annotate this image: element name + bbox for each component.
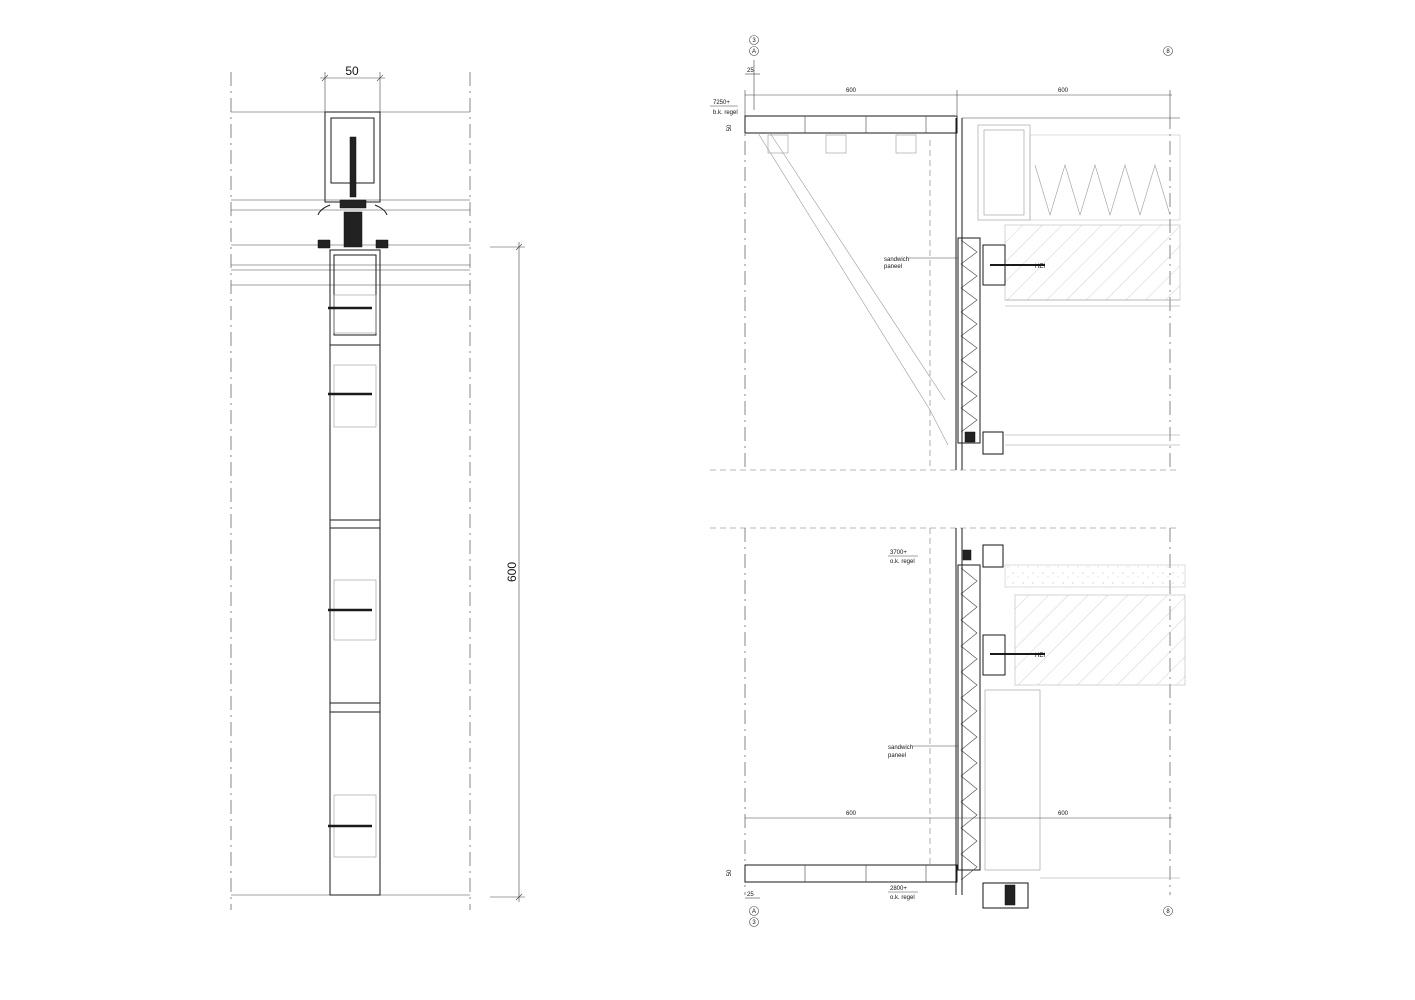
level-top-value: 7250+ <box>713 100 730 106</box>
label-sandwich-2-line2: paneel <box>888 753 906 759</box>
dim-top-50: 50 <box>727 124 733 131</box>
level-top-label: b.k. regel <box>713 110 738 116</box>
grid-marker <box>749 917 759 927</box>
level-mid-label: o.k. regel <box>890 559 915 565</box>
inner-gasket <box>317 239 389 249</box>
dim-small-bottom: 25 <box>747 892 754 898</box>
level-bottom-value: 2800+ <box>890 886 907 892</box>
grid-marker <box>1163 46 1173 56</box>
dim-width-label: 50 <box>345 64 359 78</box>
level-bottom-label: o.k. regel <box>890 895 915 901</box>
panel-core <box>960 567 978 881</box>
timber-beam <box>977 124 1031 221</box>
right-section-detail: 3 A 8 25 600 600 7250+ b.k. regel 50 <box>710 35 1186 927</box>
screw-shaft <box>349 136 357 198</box>
level-mid-value: 3700+ <box>890 550 907 556</box>
diagonal-brace <box>757 132 931 411</box>
transom-profile <box>982 544 1004 568</box>
diagonal-brace <box>929 409 949 446</box>
grid-marker-top-right: 8 <box>1166 49 1170 55</box>
dim-small-top: 25 <box>747 68 754 74</box>
grid-marker <box>749 906 759 916</box>
grid-marker-bottom-right: 8 <box>1166 909 1170 915</box>
mullion-body <box>329 249 381 896</box>
hilti-label-1: HEI <box>1035 264 1045 270</box>
dim-tick <box>321 74 329 82</box>
bracket-box <box>825 134 847 154</box>
gasket-block <box>962 549 972 561</box>
screw-2 <box>328 364 377 428</box>
grid-marker-top-letter: A <box>752 49 756 55</box>
sandwich-panel-lower <box>957 564 981 871</box>
grid-marker-bottom-letter: A <box>752 909 756 915</box>
window-frame-core <box>1004 884 1016 906</box>
dim-tick <box>515 893 523 901</box>
sandwich-panel-upper <box>957 237 981 444</box>
left-mullion-detail: 50 <box>230 64 525 910</box>
dim-tick <box>515 243 523 251</box>
concrete-slab <box>1004 224 1181 301</box>
dim-bottom-right: 600 <box>1058 811 1069 817</box>
insulation-zigzag <box>1034 163 1171 217</box>
dim-tick <box>376 74 384 82</box>
grid-marker <box>1163 906 1173 916</box>
panel-core <box>960 239 978 433</box>
hilti-label-2: HEI <box>1035 653 1045 659</box>
grid-marker <box>749 35 759 45</box>
isolator <box>343 211 363 248</box>
top-transom <box>744 115 958 134</box>
screw-1 <box>328 294 377 334</box>
concrete-slab-lower <box>1014 594 1186 686</box>
mullion-chamber <box>329 711 381 896</box>
grid-marker-top-num: 3 <box>752 38 756 44</box>
transom-profile <box>982 431 1004 455</box>
dim-top-right: 600 <box>1058 88 1069 94</box>
pressure-plate <box>339 199 367 209</box>
screw-4 <box>328 794 377 858</box>
dim-bottom-left: 600 <box>846 811 857 817</box>
diagonal-brace <box>769 132 946 401</box>
gasket <box>317 204 388 216</box>
bracket-box <box>767 134 789 154</box>
gasket-block <box>964 431 976 443</box>
dim-height-label: 600 <box>505 562 519 582</box>
bottom-transom <box>744 864 958 883</box>
label-sandwich-1-line1: sandwich <box>884 257 909 263</box>
mullion-chamber <box>329 344 381 521</box>
timber-beam-inner <box>983 129 1025 216</box>
label-sandwich-1-line2: paneel <box>884 264 902 270</box>
dim-top-left: 600 <box>846 88 857 94</box>
bracket-box <box>895 134 917 154</box>
grid-marker <box>749 46 759 56</box>
dim-bottom-50: 50 <box>727 869 733 876</box>
screed-layer <box>1004 564 1186 588</box>
screw-3 <box>328 579 377 641</box>
label-sandwich-2-line1: sandwich <box>888 745 913 751</box>
mullion-chamber <box>329 527 381 704</box>
grid-marker-bottom-num: 3 <box>752 920 756 926</box>
timber-beam-lower <box>984 689 1041 871</box>
